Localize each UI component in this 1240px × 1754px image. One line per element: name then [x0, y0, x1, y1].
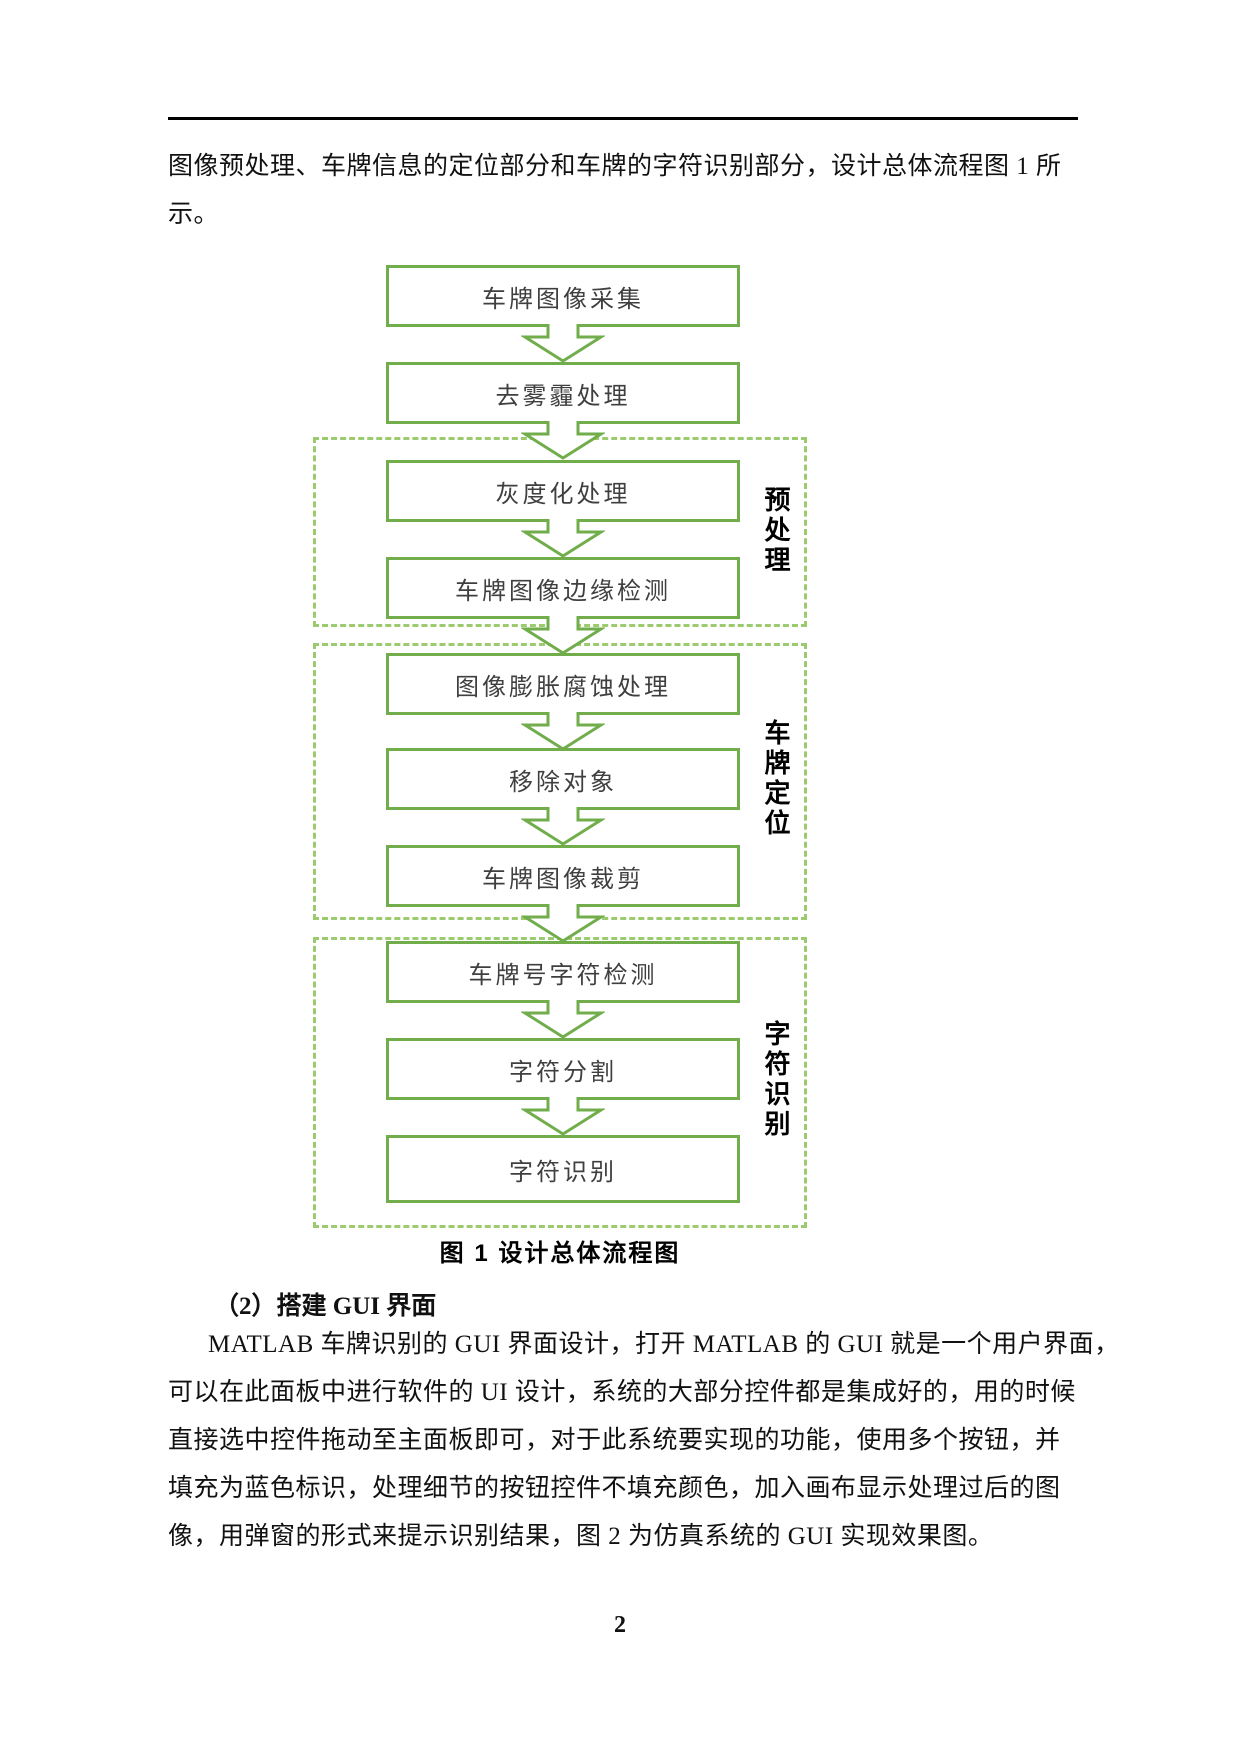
flow-node-char-detect: 车牌号字符检测: [386, 941, 740, 1003]
down-arrow-icon: [521, 324, 605, 363]
intro-line-2: 示。: [168, 201, 220, 228]
intro-line-1: 图像预处理、车牌信息的定位部分和车牌的字符识别部分，设计总体流程图 1 所: [168, 153, 1062, 180]
down-arrow-icon: [521, 904, 605, 943]
body-line-5: 像，用弹窗的形式来提示识别结果，图 2 为仿真系统的 GUI 实现效果图。: [168, 1523, 994, 1550]
figure-caption: 图 1 设计总体流程图: [439, 1240, 681, 1267]
flow-node-dehaze: 去雾霾处理: [386, 362, 740, 424]
flow-node-grayscale: 灰度化处理: [386, 460, 740, 522]
group-label-char-recognition: 字符识别: [761, 1020, 791, 1140]
down-arrow-icon: [521, 421, 605, 460]
body-line-1: MATLAB 车牌识别的 GUI 界面设计，打开 MATLAB 的 GUI 就是…: [208, 1331, 1120, 1358]
flow-node-remove-objects: 移除对象: [386, 748, 740, 810]
body-line-2: 可以在此面板中进行软件的 UI 设计，系统的大部分控件都是集成好的，用的时候: [168, 1379, 1076, 1406]
flow-node-image-capture: 车牌图像采集: [386, 265, 740, 327]
down-arrow-icon: [521, 712, 605, 751]
group-label-plate-location: 车牌定位: [761, 719, 791, 839]
header-rule: [168, 117, 1078, 120]
flow-node-dilate-erode: 图像膨胀腐蚀处理: [386, 653, 740, 715]
page-number: 2: [614, 1612, 626, 1638]
flow-node-char-recognize: 字符识别: [386, 1135, 740, 1203]
body-line-3: 直接选中控件拖动至主面板即可，对于此系统要实现的功能，使用多个按钮，并: [168, 1427, 1061, 1454]
down-arrow-icon: [521, 519, 605, 558]
flow-node-edge-detect: 车牌图像边缘检测: [386, 557, 740, 619]
section-heading: （2）搭建 GUI 界面: [214, 1293, 437, 1320]
flow-node-char-segment: 字符分割: [386, 1038, 740, 1100]
down-arrow-icon: [521, 1000, 605, 1039]
flow-node-plate-crop: 车牌图像裁剪: [386, 845, 740, 907]
body-line-4: 填充为蓝色标识，处理细节的按钮控件不填充颜色，加入画布显示处理过后的图: [168, 1475, 1061, 1502]
group-label-preprocessing: 预处理: [761, 486, 791, 576]
down-arrow-icon: [521, 616, 605, 655]
down-arrow-icon: [521, 807, 605, 846]
down-arrow-icon: [521, 1097, 605, 1136]
